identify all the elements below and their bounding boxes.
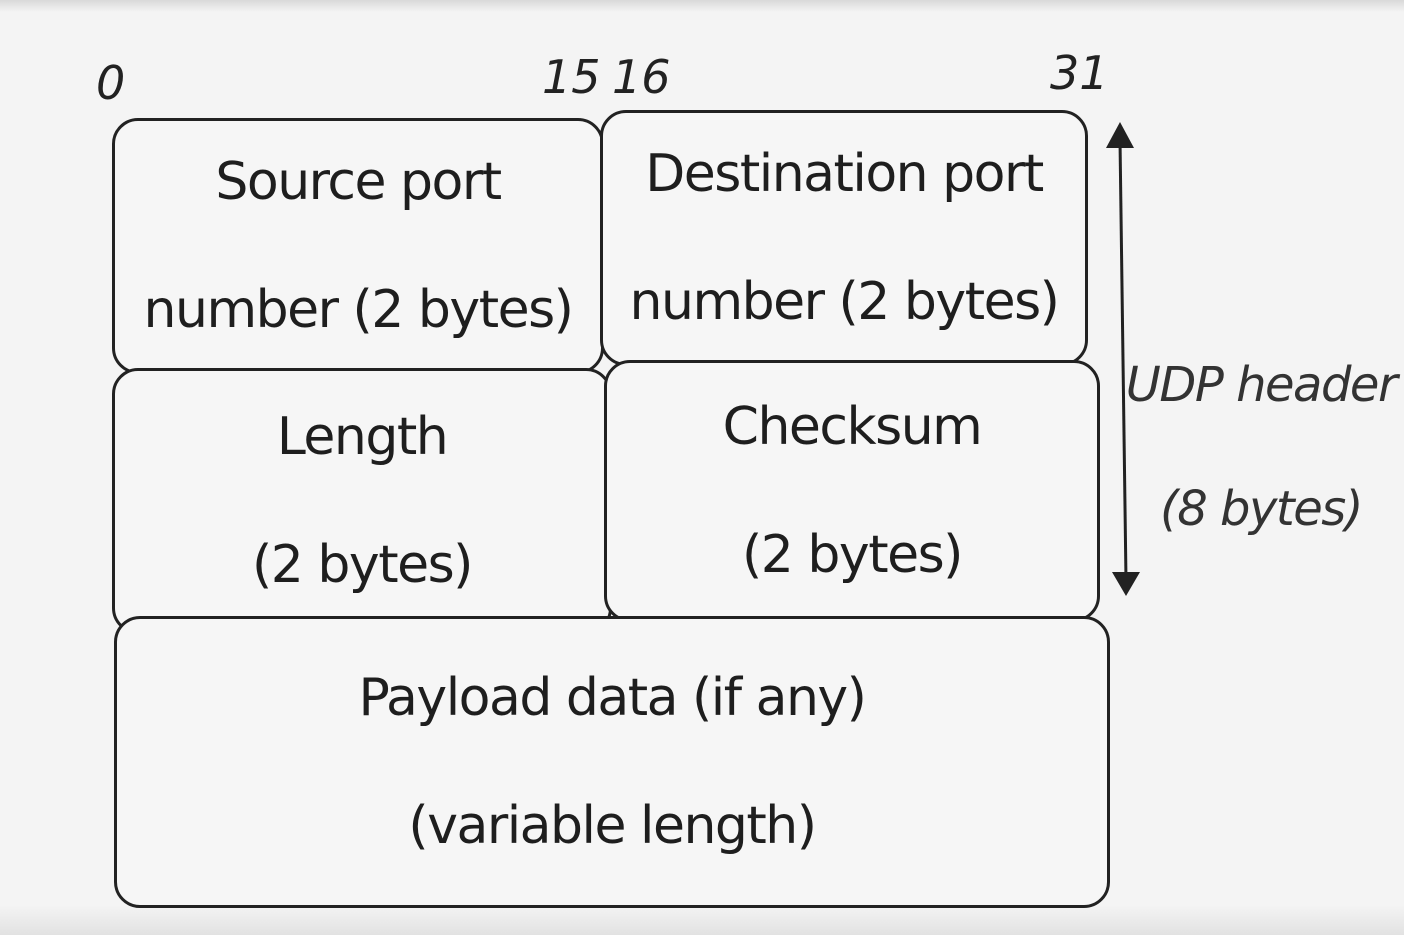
payload-label: Payload data (if any) (variable length) bbox=[358, 602, 867, 922]
payload-line2: (variable length) bbox=[408, 796, 817, 856]
bit-label-16: 16 bbox=[612, 50, 671, 104]
udp-header-annotation: UDP header (8 bytes) bbox=[1118, 292, 1404, 602]
udp-header-line1: UDP header bbox=[1125, 357, 1398, 413]
udp-header-line2: (8 bytes) bbox=[1160, 481, 1363, 537]
payload-line1: Payload data (if any) bbox=[358, 668, 867, 728]
checksum-label: Checksum (2 bytes) bbox=[722, 331, 983, 651]
checksum-line2: (2 bytes) bbox=[742, 525, 963, 585]
arrow-head-up bbox=[1106, 122, 1134, 148]
checksum-line1: Checksum bbox=[722, 397, 983, 457]
bit-label-15: 15 bbox=[542, 50, 601, 104]
length-field: Length (2 bytes) bbox=[112, 368, 612, 634]
payload-field: Payload data (if any) (variable length) bbox=[114, 616, 1110, 908]
length-line1: Length bbox=[276, 407, 449, 467]
destination-port-field: Destination port number (2 bytes) bbox=[600, 110, 1088, 366]
length-label: Length (2 bytes) bbox=[252, 341, 473, 661]
source-port-label: Source port number (2 bytes) bbox=[143, 86, 574, 406]
bit-label-31: 31 bbox=[1050, 46, 1109, 100]
source-port-line1: Source port bbox=[215, 152, 502, 212]
arrow-shaft bbox=[1118, 139, 1128, 581]
destination-port-line2: number (2 bytes) bbox=[629, 272, 1060, 332]
page-edge-bottom bbox=[0, 905, 1404, 935]
bit-label-0: 0 bbox=[96, 56, 126, 110]
double-headed-arrow-icon bbox=[1106, 122, 1140, 596]
checksum-field: Checksum (2 bytes) bbox=[604, 360, 1100, 622]
destination-port-line1: Destination port bbox=[645, 144, 1044, 204]
source-port-field: Source port number (2 bytes) bbox=[112, 118, 604, 374]
arrow-head-down bbox=[1112, 572, 1140, 596]
source-port-line2: number (2 bytes) bbox=[143, 280, 574, 340]
length-line2: (2 bytes) bbox=[252, 535, 473, 595]
destination-port-label: Destination port number (2 bytes) bbox=[629, 78, 1060, 398]
page-edge-top bbox=[0, 0, 1404, 12]
